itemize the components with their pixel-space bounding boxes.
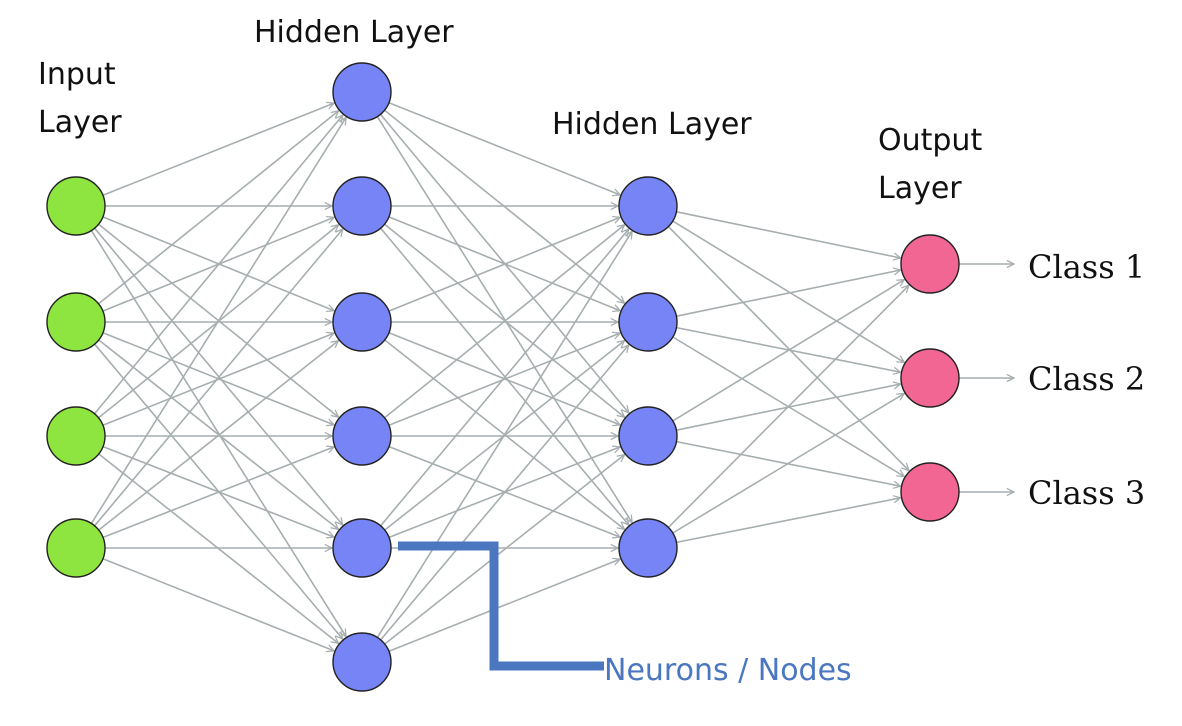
edge-l0-n0-to-l1-n5 [90,230,346,637]
hidden1-node-2 [332,176,392,236]
output-layer-title-line-2: Layer [878,171,962,206]
output-arrows [959,264,1014,492]
annotation-leader-line [398,541,604,671]
edge-l2-n2-to-l3-n0 [672,280,905,422]
class-label-2: Class 2 [1028,360,1145,398]
edge-l1-n5-to-l2-n0 [376,231,632,638]
edge-l2-n0-to-l3-n0 [676,211,900,258]
hidden1-node-6 [332,632,392,692]
input-layer-title-line-2: Layer [38,105,122,140]
input-node-4 [46,518,106,578]
input-node-3 [46,406,106,466]
edge-l1-n2-to-l2-n0 [388,217,620,312]
edge-l1-n0-to-l2-n0 [388,101,620,195]
edge-l1-n5-to-l2-n3 [388,559,620,653]
hidden2-node-2 [618,292,678,352]
input-layer-title: Input Layer [38,57,125,140]
edge-l0-n3-to-l1-n5 [102,557,334,651]
edge-l1-n4-to-l2-n0 [379,229,629,527]
annotation-label: Neurons / Nodes [604,653,852,688]
hidden-layer-1-title: Hidden Layer [254,15,454,50]
edge-l1-n3-to-l2-n1 [388,333,620,427]
edge-l2-n3-to-l3-n0 [667,285,909,528]
hidden2-node-3 [618,406,678,466]
edge-l0-n0-to-l1-n0 [102,103,334,197]
edge-l2-n3-to-l3-n2 [676,498,900,544]
edge-l2-n3-to-l3-n1 [672,394,905,534]
edge-l1-n5-to-l2-n1 [380,345,629,641]
hidden1-node-3 [332,292,392,352]
hidden1-node-4 [332,406,392,466]
hidden1-node-5 [332,518,392,578]
hidden2-node-4 [618,518,678,578]
class-label-1: Class 1 [1028,248,1145,286]
edge-l0-n2-to-l1-n2 [102,333,334,427]
edge-l0-n3-to-l1-n1 [93,229,343,527]
edge-l1-n3-to-l2-n0 [384,225,625,419]
edge-l0-n2-to-l1-n0 [93,115,343,415]
nodes [46,62,960,692]
class-label-3: Class 3 [1028,474,1145,512]
output-layer-title-line-1: Output [878,123,982,158]
edge-l2-n0-to-l3-n1 [672,220,905,362]
connections [90,101,909,653]
hidden1-node-1 [332,62,392,122]
edge-l0-n3-to-l1-n2 [98,341,339,531]
output-node-3 [900,462,960,522]
edge-l0-n3-to-l1-n0 [90,117,346,524]
input-layer-title-line-1: Input [38,57,116,92]
hidden-layer-2-title: Hidden Layer [552,107,752,142]
edge-l1-n5-to-l2-n2 [384,455,625,645]
output-layer-title: Output Layer [878,123,992,206]
edge-l1-n0-to-l2-n3 [376,116,632,523]
output-node-1 [900,234,960,294]
edge-l0-n3-to-l1-n3 [102,447,334,539]
edge-l2-n0-to-l3-n2 [667,226,909,471]
edge-l2-n1-to-l3-n0 [676,270,900,317]
edge-l0-n1-to-l1-n0 [98,111,339,305]
output-node-2 [900,348,960,408]
input-node-1 [46,176,106,236]
hidden2-node-1 [618,176,678,236]
input-node-2 [46,292,106,352]
